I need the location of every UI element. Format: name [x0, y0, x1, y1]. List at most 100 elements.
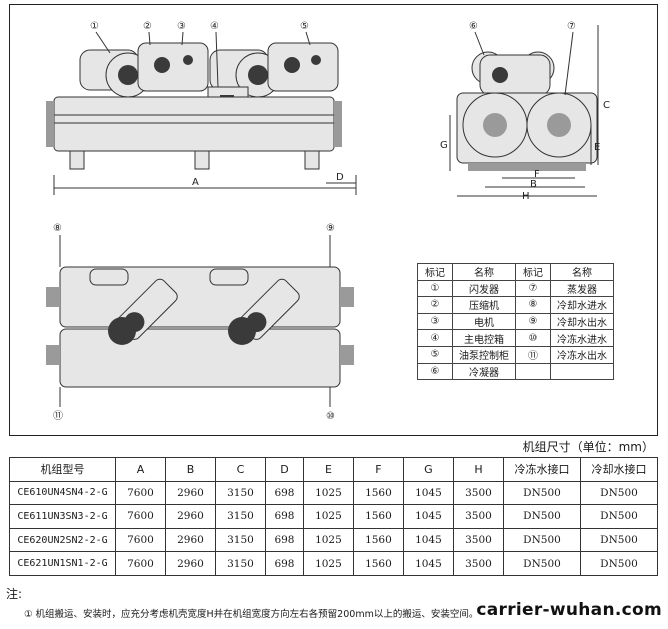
legend-name: 压缩机	[452, 296, 516, 314]
model-cell: CE611UN3SN3-2-G	[9, 504, 116, 529]
table-cell: 2960	[165, 551, 216, 576]
column-header: G	[402, 457, 454, 482]
table-cell: 1025	[302, 504, 354, 529]
table-cell: 7600	[115, 527, 166, 553]
table-cell: 698	[265, 527, 304, 553]
table-cell: 7600	[115, 504, 166, 529]
legend-mark	[515, 362, 551, 381]
dim-label-f: F	[534, 169, 540, 180]
table-cell: 1560	[352, 480, 404, 506]
table-cell: 3500	[452, 504, 505, 529]
column-header: A	[115, 457, 166, 482]
legend-name: 冷凝器	[452, 362, 516, 381]
table-cell: DN500	[580, 551, 658, 576]
table-cell: 2960	[165, 527, 216, 553]
legend-mark: ⑧	[515, 296, 551, 314]
table-cell: 1025	[302, 551, 354, 576]
table-cell: 1025	[302, 480, 354, 506]
column-header: B	[165, 457, 216, 482]
table-header-row: 机组型号 A B C D E F G H 冷冻水接口 冷却水接口	[9, 457, 658, 482]
column-header: D	[265, 457, 304, 482]
table-cell: 1560	[352, 504, 404, 529]
legend-mark: ⑨	[515, 312, 551, 331]
callout-4: ④	[210, 21, 219, 32]
table-cell: 7600	[115, 480, 166, 506]
dim-label-c: C	[603, 100, 610, 111]
column-header: H	[452, 457, 505, 482]
callout-6: ⑥	[469, 21, 478, 32]
table-cell: 7600	[115, 551, 166, 576]
table-cell: DN500	[580, 527, 658, 553]
dimensions-table: 机组型号 A B C D E F G H 冷冻水接口 冷却水接口 CE610UN…	[9, 457, 658, 576]
legend-header: 名称	[452, 263, 516, 281]
legend-name	[550, 362, 614, 381]
dim-label-a: A	[192, 177, 199, 188]
dim-label-b: B	[530, 179, 537, 190]
table-row: CE611UN3SN3-2-G 7600 2960 3150 698 1025 …	[9, 504, 658, 529]
watermark: carrier-wuhan.com	[476, 600, 662, 620]
callout-8: ⑧	[53, 223, 62, 234]
legend-name: 冷冻水出水	[550, 345, 614, 364]
column-header: C	[215, 457, 266, 482]
table-cell: 1045	[402, 504, 454, 529]
legend-mark: ⑪	[515, 345, 551, 364]
column-header: F	[352, 457, 404, 482]
dim-label-e: E	[594, 142, 600, 153]
table-row: CE610UN4SN4-2-G 7600 2960 3150 698 1025 …	[9, 480, 658, 506]
model-cell: CE610UN4SN4-2-G	[9, 480, 116, 506]
column-header: 冷冻水接口	[503, 457, 581, 482]
model-cell: CE621UN1SN1-2-G	[9, 551, 116, 576]
legend-name: 油泵控制柜	[452, 345, 516, 364]
table-cell: 698	[265, 504, 304, 529]
side-view: F B H C E G ⑥ ⑦	[440, 21, 610, 202]
callout-5: ⑤	[300, 21, 309, 32]
legend-header: 标记	[515, 263, 551, 281]
front-view: A D ① ② ③ ④ ⑤	[46, 21, 357, 195]
note-1: ① 机组搬运、安装时，应充分考虑机壳宽度H并在机组宽度方向左右各预留200mm以…	[24, 609, 479, 620]
legend-mark: ④	[417, 329, 453, 347]
table-row: CE621UN1SN1-2-G 7600 2960 3150 698 1025 …	[9, 551, 658, 576]
table-row: CE620UN2SN2-2-G 7600 2960 3150 698 1025 …	[9, 527, 658, 553]
legend-mark: ⑦	[515, 279, 551, 298]
table-cell: 3500	[452, 527, 505, 553]
legend-header: 标记	[417, 263, 453, 281]
legend-mark: ⑤	[417, 345, 453, 364]
legend-name: 闪发器	[452, 279, 516, 298]
column-header: 冷却水接口	[580, 457, 658, 482]
dim-label-d: D	[336, 172, 344, 183]
callout-10: ⑩	[326, 411, 335, 422]
legend-name: 电机	[452, 312, 516, 331]
legend-name: 冷却水出水	[550, 312, 614, 331]
table-cell: DN500	[503, 504, 581, 529]
table-cell: 2960	[165, 480, 216, 506]
dim-label-g: G	[440, 140, 448, 151]
legend-mark: ⑥	[417, 362, 453, 381]
callout-1: ①	[90, 21, 99, 32]
model-cell: CE620UN2SN2-2-G	[9, 527, 116, 553]
legend-mark: ①	[417, 279, 453, 298]
table-cell: DN500	[580, 504, 658, 529]
dim-label-h: H	[522, 191, 530, 202]
table-cell: 1045	[402, 551, 454, 576]
table-cell: DN500	[503, 527, 581, 553]
dimensions-title: 机组尺寸（单位：mm）	[522, 440, 654, 454]
legend-name: 蒸发器	[550, 279, 614, 298]
table-cell: 1045	[402, 527, 454, 553]
component-legend: 标记 名称 标记 名称 ① 闪发器 ⑦ 蒸发器 ② 压缩机 ⑧ 冷却水进水 ③ …	[417, 263, 614, 381]
notes-label: 注:	[6, 587, 23, 601]
legend-mark: ②	[417, 296, 453, 314]
table-cell: DN500	[580, 480, 658, 506]
table-cell: 3500	[452, 480, 505, 506]
column-header: 机组型号	[9, 457, 116, 482]
legend-header: 名称	[550, 263, 614, 281]
table-cell: 1560	[352, 551, 404, 576]
callout-7: ⑦	[567, 21, 576, 32]
legend-mark: ③	[417, 312, 453, 331]
chiller-line-drawing: A D ① ② ③ ④ ⑤	[46, 21, 610, 422]
callout-2: ②	[143, 21, 152, 32]
callout-3: ③	[177, 21, 186, 32]
table-cell: 1025	[302, 527, 354, 553]
table-cell: 1560	[352, 527, 404, 553]
table-cell: 3150	[215, 480, 266, 506]
table-cell: 1045	[402, 480, 454, 506]
